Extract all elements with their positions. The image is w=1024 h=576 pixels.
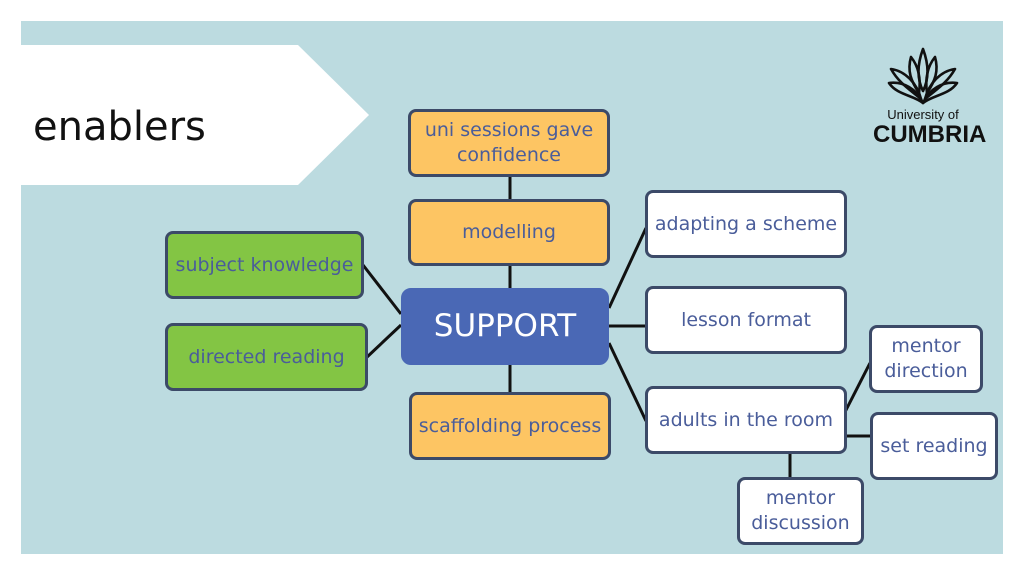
node-mentor-direction: mentor direction — [869, 325, 983, 393]
node-directed-reading: directed reading — [165, 323, 368, 391]
title-banner-shape — [21, 45, 369, 185]
logo-cumbria: CUMBRIA — [873, 121, 987, 148]
node-scaffolding-process: scaffolding process — [409, 392, 611, 460]
link-adults-mentor-direction — [843, 362, 872, 413]
connector-lines — [361, 177, 872, 478]
node-mentor-discussion: mentor discussion — [737, 477, 864, 545]
flower-leaves-logo-icon — [887, 47, 959, 105]
link-directed-support — [364, 323, 403, 360]
node-set-reading: set reading — [870, 412, 998, 480]
slide-canvas: enablers uni sessions gave confidence mo… — [21, 21, 1003, 554]
logo-university-of: University of — [887, 107, 959, 122]
node-adults-in-room: adults in the room — [645, 386, 847, 454]
link-subject-support — [361, 264, 403, 315]
link-support-adults — [607, 342, 648, 422]
university-logo: University of CUMBRIA — [873, 43, 987, 158]
node-support-center: SUPPORT — [401, 288, 609, 365]
node-adapting-scheme: adapting a scheme — [645, 190, 847, 258]
title-banner: enablers — [21, 45, 369, 185]
node-subject-knowledge: subject knowledge — [165, 231, 364, 299]
link-support-adapting — [607, 227, 648, 309]
node-uni-sessions: uni sessions gave confidence — [408, 109, 610, 177]
slide-title: enablers — [33, 104, 206, 150]
node-modelling: modelling — [408, 199, 610, 266]
node-lesson-format: lesson format — [645, 286, 847, 354]
